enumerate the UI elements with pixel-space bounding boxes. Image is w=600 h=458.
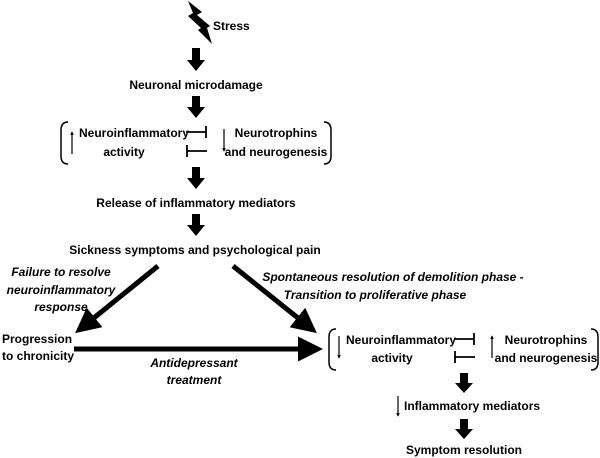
top-interaction-box: Neuroinflammatory activity Neurotrophins… (60, 121, 332, 165)
right-interaction-box: Neuroinflammatory activity Neurotrophins… (328, 328, 599, 371)
thick-down-arrow-icon (187, 214, 205, 236)
thick-down-arrow-icon (455, 373, 473, 393)
failure-diagonal-arrow (75, 264, 160, 334)
thick-down-arrow-icon (187, 167, 205, 189)
right-inflammation-label-line2: activity (371, 351, 413, 365)
thick-down-arrow-icon (455, 419, 473, 439)
top-inflammation-label-line2: activity (103, 145, 145, 159)
failure-label-line2: neuroinflammatory (7, 283, 117, 297)
inhibition-bar-icon (186, 126, 207, 138)
right-inflammation-label-line1: Neuroinflammatory (346, 333, 456, 347)
stress-label: Stress (213, 19, 250, 33)
inhibition-bar-icon (454, 333, 475, 345)
thick-down-arrow-icon (187, 96, 205, 118)
top-neurotrophins-label-line1: Neurotrophins (235, 126, 318, 140)
top-neurotrophins-label-line2: and neurogenesis (225, 145, 328, 159)
right-neurotrophins-label-line1: Neurotrophins (505, 333, 588, 347)
top-inflammation-label-line1: Neuroinflammatory (79, 126, 189, 140)
right-bracket-icon (323, 121, 332, 165)
left-bracket-icon (60, 121, 69, 165)
inhibition-bar-icon (454, 351, 475, 363)
antidepressant-label-line1: Antidepressant (149, 356, 238, 370)
right-neurotrophins-label-line2: and neurogenesis (495, 351, 598, 365)
spontaneous-diagonal-arrow (231, 264, 317, 334)
inhibition-bar-icon (186, 145, 207, 157)
spontaneous-label-line2: Transition to proliferative phase (284, 288, 467, 302)
progression-label-line1: Progression (2, 332, 72, 346)
release-mediators-label: Release of inflammatory mediators (96, 196, 296, 210)
lightning-bolt-icon (188, 1, 212, 44)
antidepressant-label-line2: treatment (167, 373, 223, 387)
left-bracket-icon (328, 328, 337, 371)
sickness-symptoms-label: Sickness symptoms and psychological pain (69, 243, 320, 257)
inflammatory-mediators-label: Inflammatory mediators (404, 399, 540, 413)
neuronal-microdamage-label: Neuronal microdamage (129, 78, 263, 92)
failure-label-line1: Failure to resolve (11, 265, 111, 279)
right-bracket-icon (590, 328, 599, 371)
thick-down-arrow-icon (187, 48, 205, 71)
symptom-resolution-label: Symptom resolution (406, 443, 522, 457)
spontaneous-label-line1: Spontaneous resolution of demolition pha… (262, 270, 523, 284)
progression-label-line2: to chronicity (2, 349, 74, 363)
failure-label-line3: response (34, 300, 88, 314)
